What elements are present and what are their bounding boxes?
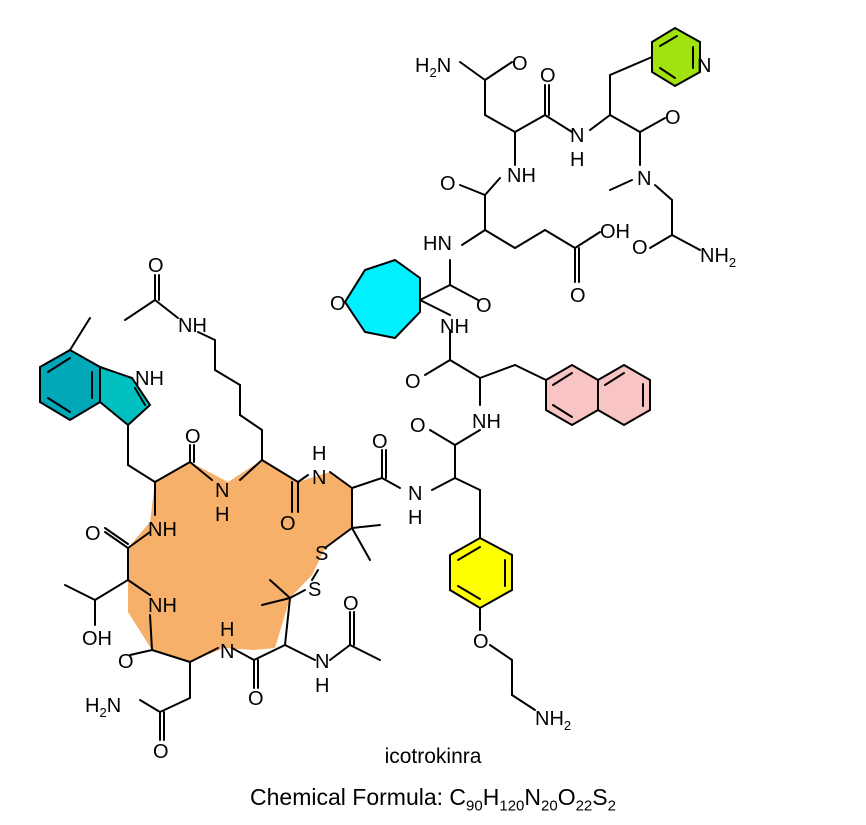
- formula-count: 120: [499, 797, 525, 815]
- formula-count: 22: [575, 797, 593, 815]
- carbonyl-o: O: [118, 651, 134, 673]
- sulfur-atom: S: [308, 579, 321, 601]
- amide-n: N: [312, 467, 326, 489]
- amide-h: H: [220, 619, 234, 641]
- amide-h: H: [315, 675, 329, 697]
- acid-o: O: [570, 285, 586, 307]
- carbonyl-o: O: [410, 415, 426, 437]
- indole-pyrrole-ring: [99, 365, 152, 427]
- carbonyl-o: O: [476, 295, 492, 317]
- carbonyl-o: O: [512, 53, 528, 75]
- amide-nh: NH: [148, 595, 177, 617]
- tetrahydropyran-ring: [343, 258, 421, 340]
- macrocycle-fill: [128, 460, 352, 662]
- skeleton-bonds: [64, 56, 701, 741]
- formula-element: C: [449, 784, 467, 810]
- amide-nh2: NH2: [700, 245, 736, 270]
- amide-nh: NH: [472, 411, 501, 433]
- sulfur-atom: S: [315, 543, 328, 565]
- n-methyl-n: N: [637, 168, 651, 190]
- formula-parts: C90H120N20O22S2: [449, 784, 616, 815]
- indole-nh: NH: [135, 368, 164, 390]
- amide-n: N: [570, 125, 584, 147]
- carbonyl-o: O: [405, 371, 421, 393]
- acetyl-nh: NH: [178, 315, 207, 337]
- carbonyl-o: O: [372, 431, 388, 453]
- formula-element: S: [592, 784, 608, 810]
- carbonyl-o: O: [280, 513, 296, 535]
- acetyl-o: O: [148, 255, 164, 277]
- carbonyl-o: O: [153, 741, 169, 763]
- pyran-o: O: [330, 293, 346, 315]
- naphthalene-ring-b: [597, 363, 651, 427]
- carbonyl-o: O: [665, 107, 681, 129]
- amide-n: N: [408, 483, 422, 505]
- hydroxyl-oh: OH: [82, 628, 112, 650]
- amide-h: H: [215, 504, 229, 526]
- carbonyl-o: O: [85, 523, 101, 545]
- formula-element: O: [557, 784, 576, 810]
- amide-nh2-top: H2N: [415, 55, 451, 80]
- aromatic-double-bonds: [47, 35, 694, 600]
- amide-n: N: [215, 480, 229, 502]
- formula-count: 20: [541, 797, 558, 815]
- formula-count: 90: [466, 797, 483, 815]
- amide-h: H: [408, 507, 422, 529]
- amide-n: N: [220, 641, 234, 663]
- amide-nh: NH: [148, 519, 177, 541]
- formula-count: 2: [607, 797, 616, 815]
- amide-h: H: [312, 443, 326, 465]
- compound-name: icotrokinra: [384, 745, 482, 768]
- acid-oh: OH: [600, 221, 630, 243]
- terminal-nh2: NH2: [535, 708, 571, 733]
- pyridine-n: N: [697, 55, 711, 77]
- carbonyl-o: O: [248, 688, 264, 710]
- amide-nh2-bottom: H2N: [85, 695, 121, 720]
- formula-label: Chemical Formula:: [250, 784, 450, 810]
- formula-element: N: [524, 784, 542, 810]
- phenyl-ring: [449, 536, 513, 610]
- amide-nh: NH: [440, 316, 469, 338]
- carbonyl-o: O: [185, 426, 201, 448]
- chemical-formula: Chemical Formula: C90H120N20O22S2: [0, 784, 866, 815]
- carbonyl-o: O: [540, 65, 556, 87]
- acetyl-o: O: [343, 593, 359, 615]
- amide-n: N: [315, 651, 329, 673]
- amide-nh: NH: [507, 165, 536, 187]
- ether-o: O: [473, 631, 489, 653]
- amide-hn: HN: [423, 233, 452, 255]
- amide-h: H: [570, 149, 584, 171]
- formula-element: H: [482, 784, 500, 810]
- atom-labels: H2N O O N H O N N NH O HN OH O O NH2 O O…: [82, 53, 736, 763]
- carbonyl-o: O: [440, 173, 456, 195]
- carbonyl-o: O: [632, 237, 648, 259]
